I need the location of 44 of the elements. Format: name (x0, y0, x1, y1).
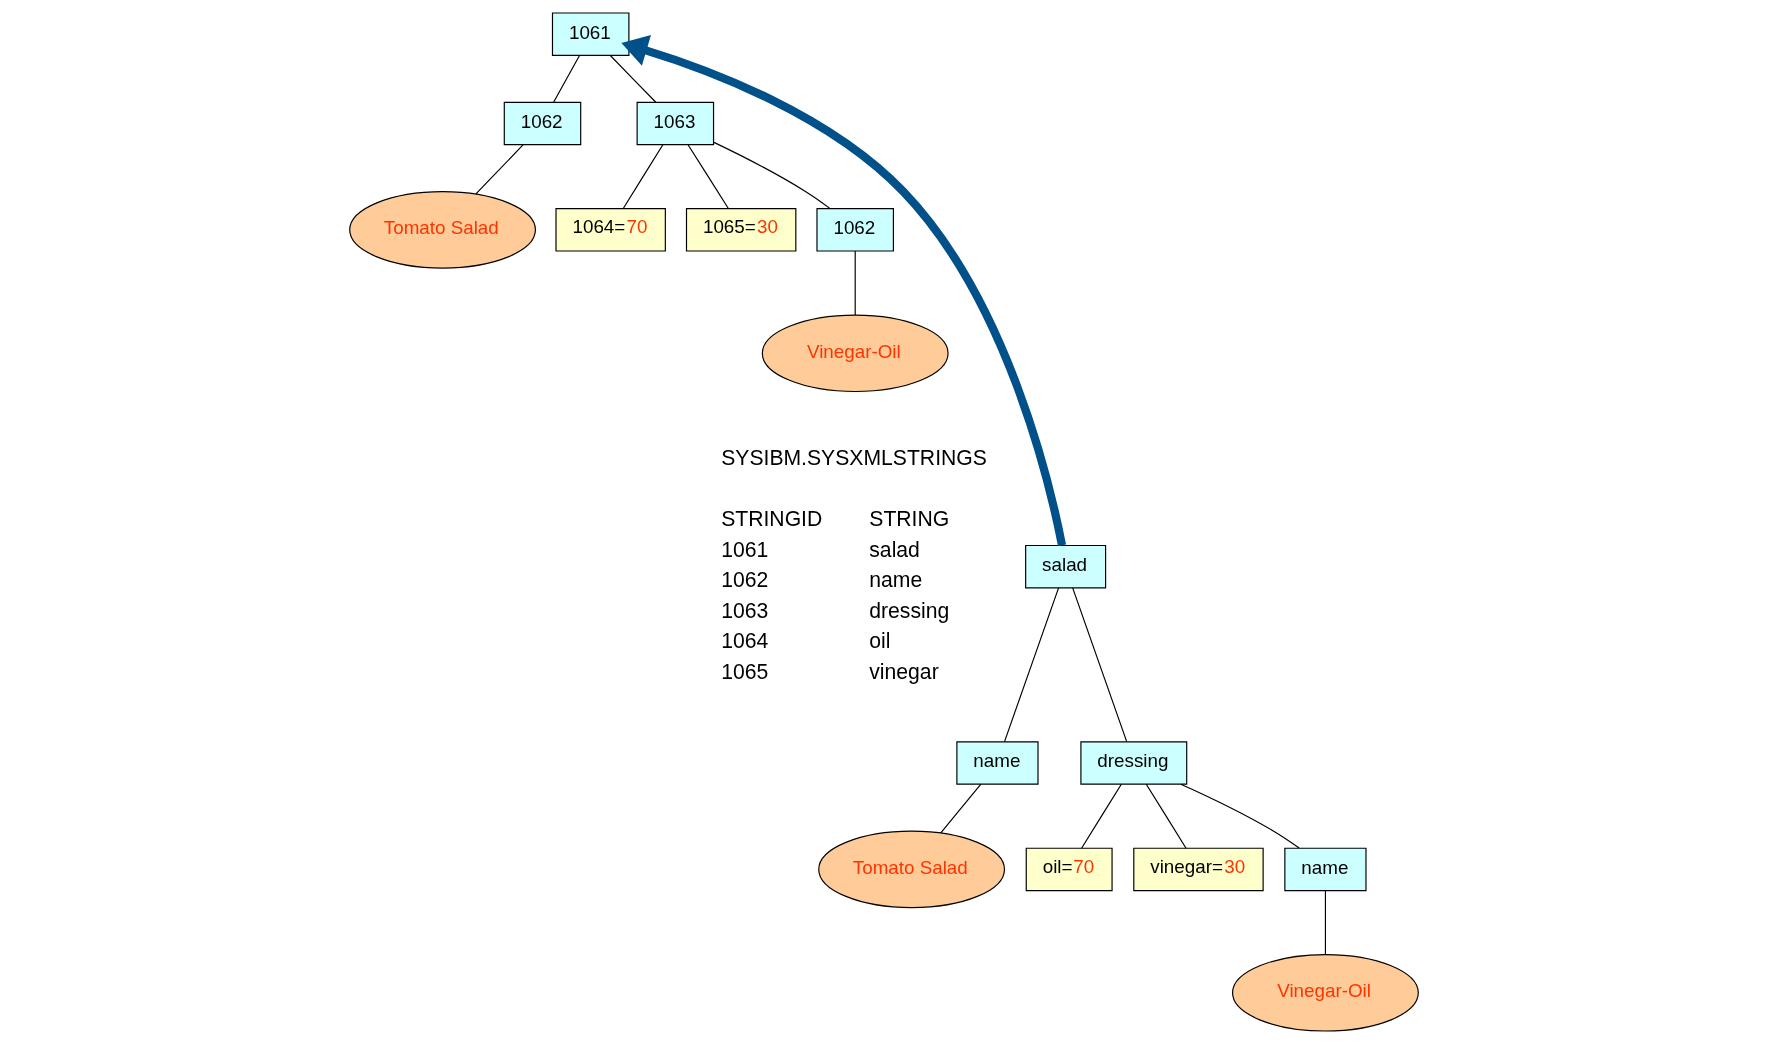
label: salad (868, 537, 920, 561)
connector (712, 141, 831, 210)
connector (609, 54, 656, 103)
node-ellipse: Tomato Salad (817, 830, 1005, 909)
node-box: oil=70 (1025, 847, 1113, 892)
node-box: 1062 (503, 101, 581, 146)
node-ellipse: Vinegar-Oil (1231, 954, 1419, 1032)
label: 1063 (720, 598, 768, 622)
node-box: vinegar=30 (1132, 847, 1264, 892)
node-box: dressing (1079, 741, 1187, 785)
label: name (868, 568, 922, 592)
connector (1324, 889, 1326, 956)
arrow (620, 35, 1066, 547)
label: SYSIBM.SYSXMLSTRINGS (720, 445, 987, 469)
label: dressing (868, 598, 949, 622)
label: vinegar (868, 659, 939, 683)
node-box: 1063 (636, 101, 714, 146)
connector (1179, 783, 1300, 849)
node-box: 1062 (815, 208, 894, 252)
node-box: name (955, 741, 1039, 785)
node-box: name (1283, 847, 1367, 892)
connector (1003, 587, 1059, 743)
label: 1064 (720, 629, 768, 653)
label: 1065 (720, 659, 768, 683)
connector (1145, 783, 1187, 849)
connector (474, 144, 524, 195)
connector (622, 144, 663, 210)
label: 1062 (720, 568, 768, 592)
node-box: salad (1024, 544, 1106, 589)
connector (686, 144, 729, 210)
label: STRING (868, 507, 949, 530)
label: STRINGID (720, 507, 822, 530)
connector (1071, 587, 1127, 743)
label: oil (868, 629, 890, 653)
connector (552, 54, 580, 103)
node-box: 1064=70 (554, 208, 666, 252)
label: 1061 (720, 537, 768, 561)
node-ellipse: Vinegar-Oil (761, 314, 949, 393)
node-box: 1065=30 (685, 208, 796, 252)
node-box: 1061 (551, 12, 629, 56)
connector (939, 783, 981, 834)
node-ellipse: Tomato Salad (348, 191, 536, 269)
connector (854, 250, 856, 316)
connector (1080, 783, 1122, 849)
